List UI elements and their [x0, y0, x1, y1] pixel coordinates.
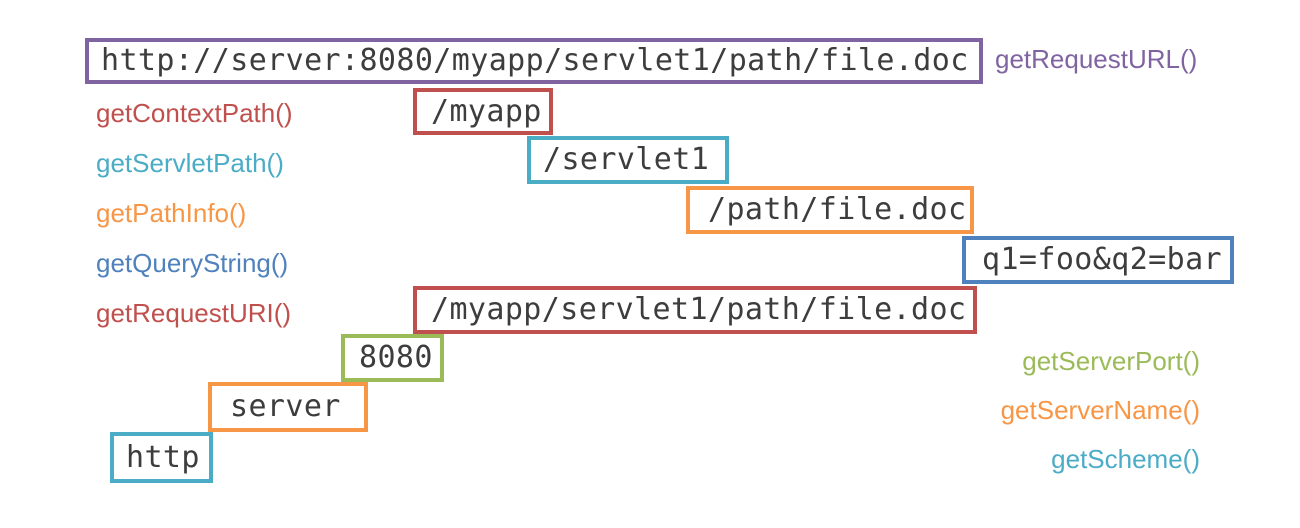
get-query-string-label: getQueryString() — [96, 248, 289, 278]
scheme-value: http — [126, 439, 200, 475]
query-string-value: q1=foo&q2=bar — [982, 242, 1222, 277]
server-name-value: server — [230, 389, 341, 424]
request-uri-value: /myapp/servlet1/path/file.doc — [431, 292, 967, 327]
get-server-name-label: getServerName() — [1000, 395, 1200, 425]
get-context-path-label: getContextPath() — [96, 98, 293, 128]
servlet-path-box: /servlet1 — [527, 136, 729, 184]
context-path-value: /myapp — [431, 93, 542, 129]
request-url-value: http://server:8080/myapp/servlet1/path/f… — [101, 43, 969, 78]
request-url-box: http://server:8080/myapp/servlet1/path/f… — [85, 38, 983, 84]
servlet-path-value: /servlet1 — [543, 142, 710, 177]
get-request-url-label: getRequestURL() — [995, 44, 1198, 74]
request-uri-box: /myapp/servlet1/path/file.doc — [413, 286, 977, 334]
path-info-value: /path/file.doc — [708, 192, 967, 227]
query-string-box: q1=foo&q2=bar — [962, 236, 1234, 284]
server-port-value: 8080 — [359, 340, 433, 375]
server-name-box: server — [208, 382, 368, 432]
path-info-box: /path/file.doc — [686, 186, 974, 234]
context-path-box: /myapp — [413, 88, 553, 135]
get-server-port-label: getServerPort() — [1022, 346, 1200, 376]
get-request-uri-label: getRequestURI() — [96, 298, 292, 328]
server-port-box: 8080 — [341, 334, 444, 382]
get-servlet-path-label: getServletPath() — [96, 148, 284, 178]
scheme-box: http — [110, 432, 213, 483]
get-path-info-label: getPathInfo() — [96, 198, 247, 228]
get-scheme-label: getScheme() — [1051, 444, 1200, 474]
